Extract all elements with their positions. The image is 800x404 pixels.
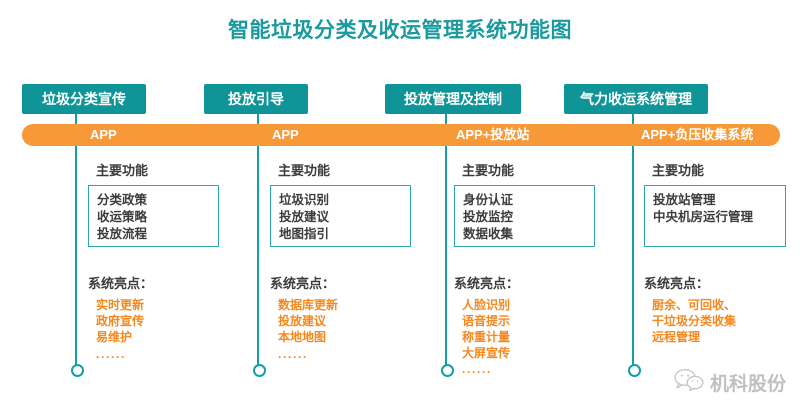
highlight-item: 厨余、可回收、 <box>652 298 737 312</box>
highlights-title-2: 系统亮点： <box>270 276 336 291</box>
highlights-list-4: 厨余、可回收、 干垃圾分类收集 远程管理 <box>652 297 800 345</box>
highlight-item: 大屏宣传 <box>462 346 511 360</box>
connector-endpoint-4 <box>628 364 641 377</box>
function-item: 投放监控 <box>463 210 514 224</box>
chip-column-1[interactable]: 垃圾分类宣传 <box>22 84 146 114</box>
platform-band <box>22 124 780 146</box>
connector-line-1 <box>75 114 77 370</box>
highlights-list-1: 实时更新 政府宣传 易维护 ······ <box>96 297 228 365</box>
functions-title-1: 主要功能 <box>96 163 149 178</box>
chip-column-2[interactable]: 投放引导 <box>204 84 308 114</box>
functions-title-3: 主要功能 <box>462 163 515 178</box>
connector-endpoint-3 <box>441 364 454 377</box>
highlight-item: 政府宣传 <box>96 314 145 328</box>
column-1: 主要功能 分类政策 收运策略 投放流程 系统亮点： 实时更新 政府宣传 易维护 … <box>88 160 228 365</box>
highlight-item: 称重计量 <box>462 330 511 344</box>
highlights-list-3: 人脸识别 语音提示 称重计量 大屏宣传 ······ <box>462 297 604 380</box>
highlight-item: 人脸识别 <box>462 298 511 312</box>
page-title: 智能垃圾分类及收运管理系统功能图 <box>228 19 572 42</box>
highlight-ellipsis: ······ <box>96 350 126 364</box>
highlight-item: 本地地图 <box>278 330 327 344</box>
connector-line-4 <box>632 114 634 370</box>
highlight-item: 语音提示 <box>462 314 511 328</box>
connector-endpoint-1 <box>71 364 84 377</box>
function-item: 身份认证 <box>463 193 514 207</box>
highlight-item: 投放建议 <box>278 314 327 328</box>
connector-line-3 <box>445 114 447 370</box>
functions-box-1: 分类政策 收运策略 投放流程 <box>88 185 219 247</box>
functions-title-4: 主要功能 <box>652 163 705 178</box>
function-item: 中央机房运行管理 <box>653 210 754 224</box>
column-2: 主要功能 垃圾识别 投放建议 地图指引 系统亮点： 数据库更新 投放建议 本地地… <box>270 160 411 365</box>
wechat-icon <box>674 368 704 396</box>
chip-column-4[interactable]: 气力收运系统管理 <box>564 84 708 114</box>
highlights-title-3: 系统亮点： <box>454 276 520 291</box>
highlight-item: 数据库更新 <box>278 298 339 312</box>
highlight-item: 干垃圾分类收集 <box>652 314 737 328</box>
connector-line-2 <box>257 114 259 370</box>
functions-box-3: 身份认证 投放监控 数据收集 <box>454 185 595 247</box>
highlight-item: 实时更新 <box>96 298 145 312</box>
band-label-1: APP <box>90 127 117 142</box>
function-item: 投放流程 <box>97 227 148 241</box>
highlights-title-4: 系统亮点： <box>644 276 710 291</box>
band-label-2: APP <box>272 127 299 142</box>
highlights-title-1: 系统亮点： <box>88 276 154 291</box>
column-3: 主要功能 身份认证 投放监控 数据收集 系统亮点： 人脸识别 语音提示 称重计量… <box>454 160 604 380</box>
highlight-item: 易维护 <box>96 330 133 344</box>
function-item: 分类政策 <box>97 193 148 207</box>
highlight-ellipsis: ······ <box>278 350 308 364</box>
watermark-text: 机科股份 <box>709 374 786 395</box>
connector-endpoint-2 <box>253 364 266 377</box>
watermark: 机科股份 <box>674 368 786 396</box>
highlight-ellipsis: ······ <box>462 365 492 379</box>
highlight-item: 远程管理 <box>652 330 701 344</box>
band-label-3: APP+投放站 <box>456 127 530 142</box>
functions-box-4: 投放站管理 中央机房运行管理 <box>644 185 786 247</box>
function-item: 数据收集 <box>463 227 514 241</box>
functions-box-2: 垃圾识别 投放建议 地图指引 <box>270 185 411 247</box>
function-item: 投放建议 <box>279 210 330 224</box>
function-item: 垃圾识别 <box>279 193 330 207</box>
function-item: 收运策略 <box>97 210 148 224</box>
function-item: 投放站管理 <box>653 193 716 207</box>
column-4: 主要功能 投放站管理 中央机房运行管理 系统亮点： 厨余、可回收、 干垃圾分类收… <box>644 160 800 345</box>
band-label-4: APP+负压收集系统 <box>641 127 754 142</box>
functions-title-2: 主要功能 <box>278 163 331 178</box>
function-item: 地图指引 <box>279 227 330 241</box>
chip-column-3[interactable]: 投放管理及控制 <box>385 84 521 114</box>
highlights-list-2: 数据库更新 投放建议 本地地图 ······ <box>278 297 410 365</box>
